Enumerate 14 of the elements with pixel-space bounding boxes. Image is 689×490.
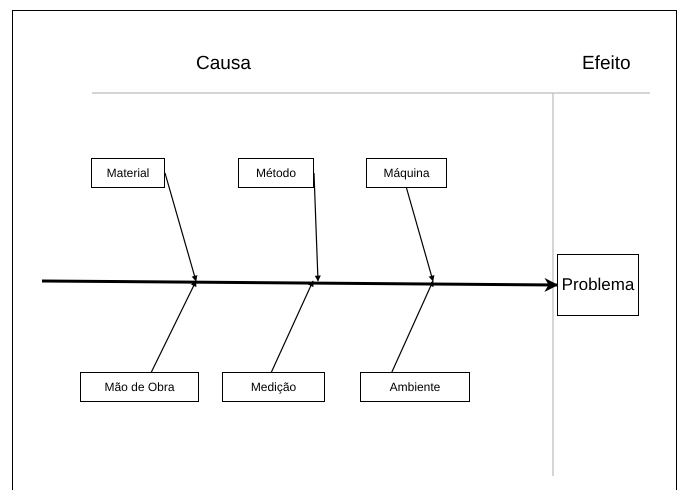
arrow bbox=[42, 278, 558, 292]
cause-box: Material bbox=[91, 158, 165, 188]
section-heading: Causa bbox=[196, 52, 251, 76]
arrow bbox=[391, 280, 434, 372]
arrow bbox=[164, 172, 198, 282]
cause-box: Problema bbox=[557, 254, 639, 316]
section-heading: Efeito bbox=[582, 52, 631, 76]
cause-box: Medição bbox=[222, 372, 325, 402]
cause-box: Máquina bbox=[366, 158, 447, 188]
cause-box: Mão de Obra bbox=[80, 372, 199, 402]
arrow bbox=[406, 188, 434, 282]
cause-box: Método bbox=[238, 158, 314, 188]
arrow bbox=[270, 280, 314, 372]
cause-box: Ambiente bbox=[360, 372, 470, 402]
